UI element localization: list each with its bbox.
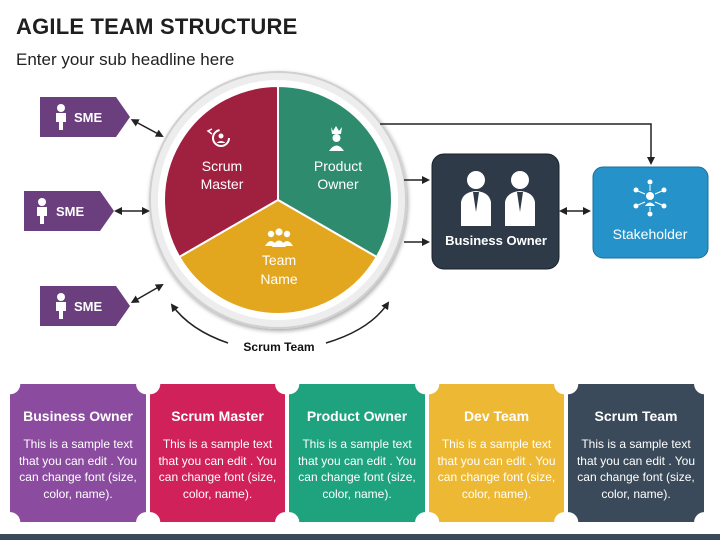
person-icon — [56, 293, 66, 319]
person-icon — [56, 104, 66, 130]
page-subtitle: Enter your sub headline here — [16, 50, 235, 69]
network-people-icon — [633, 179, 667, 217]
bottom-strip — [0, 534, 720, 540]
product-owner-line1: Product — [314, 158, 362, 174]
scrum-master-line1: Scrum — [202, 158, 242, 174]
team-group-icon — [265, 228, 293, 247]
stakeholder-label: Stakeholder — [613, 226, 688, 242]
role-card-title: Business Owner — [23, 408, 133, 424]
sme-label: SME — [56, 204, 85, 219]
business-owner-box: Business Owner — [431, 153, 560, 270]
role-card-title: Scrum Team — [594, 408, 678, 424]
scrum-team-caption: Scrum Team — [243, 340, 314, 354]
agile-diagram: SME SME SME Scrum Master — [24, 71, 709, 354]
role-card-title: Dev Team — [463, 408, 530, 424]
sme-1-arrow — [130, 119, 164, 137]
sme-label: SME — [74, 299, 103, 314]
page-title: AGILE TEAM STRUCTURE — [16, 14, 298, 39]
business-people-icon — [461, 171, 535, 226]
scrum-team-arrow-left — [170, 303, 229, 344]
scrum-master-line2: Master — [201, 176, 244, 192]
role-card-title: Scrum Master — [171, 408, 264, 424]
sme-label: SME — [74, 110, 103, 125]
role-card-title: Product Owner — [306, 408, 408, 424]
role-card-text: This is a sample text that you can edit … — [437, 437, 556, 501]
person-icon — [37, 198, 47, 224]
sme-tag-1: SME — [40, 97, 130, 137]
role-card-text: This is a sample text that you can edit … — [297, 437, 417, 501]
sme-3-arrow — [130, 284, 164, 303]
team-name-line2: Name — [260, 271, 298, 287]
product-owner-line2: Owner — [317, 176, 359, 192]
role-card-text: This is a sample text that you can edit … — [576, 437, 696, 501]
segment-team-name — [177, 198, 379, 315]
team-name-line1: Team — [262, 252, 296, 268]
scrum-team-arrow-right — [325, 301, 390, 344]
stakeholder-box: Stakeholder — [592, 166, 709, 259]
segment-product-owner — [277, 84, 393, 259]
scrum-cycle-icon — [206, 128, 230, 147]
crown-person-icon — [329, 126, 344, 151]
sme-tag-2: SME — [24, 191, 114, 231]
sme-tag-3: SME — [40, 286, 130, 326]
circle-to-stakeholder-arrow — [380, 123, 655, 165]
role-card-text: This is a sample text that you can edit … — [18, 437, 138, 501]
role-card-text: This is a sample text that you can edit … — [158, 437, 277, 501]
business-owner-label: Business Owner — [445, 233, 547, 248]
segment-scrum-master — [163, 84, 279, 259]
